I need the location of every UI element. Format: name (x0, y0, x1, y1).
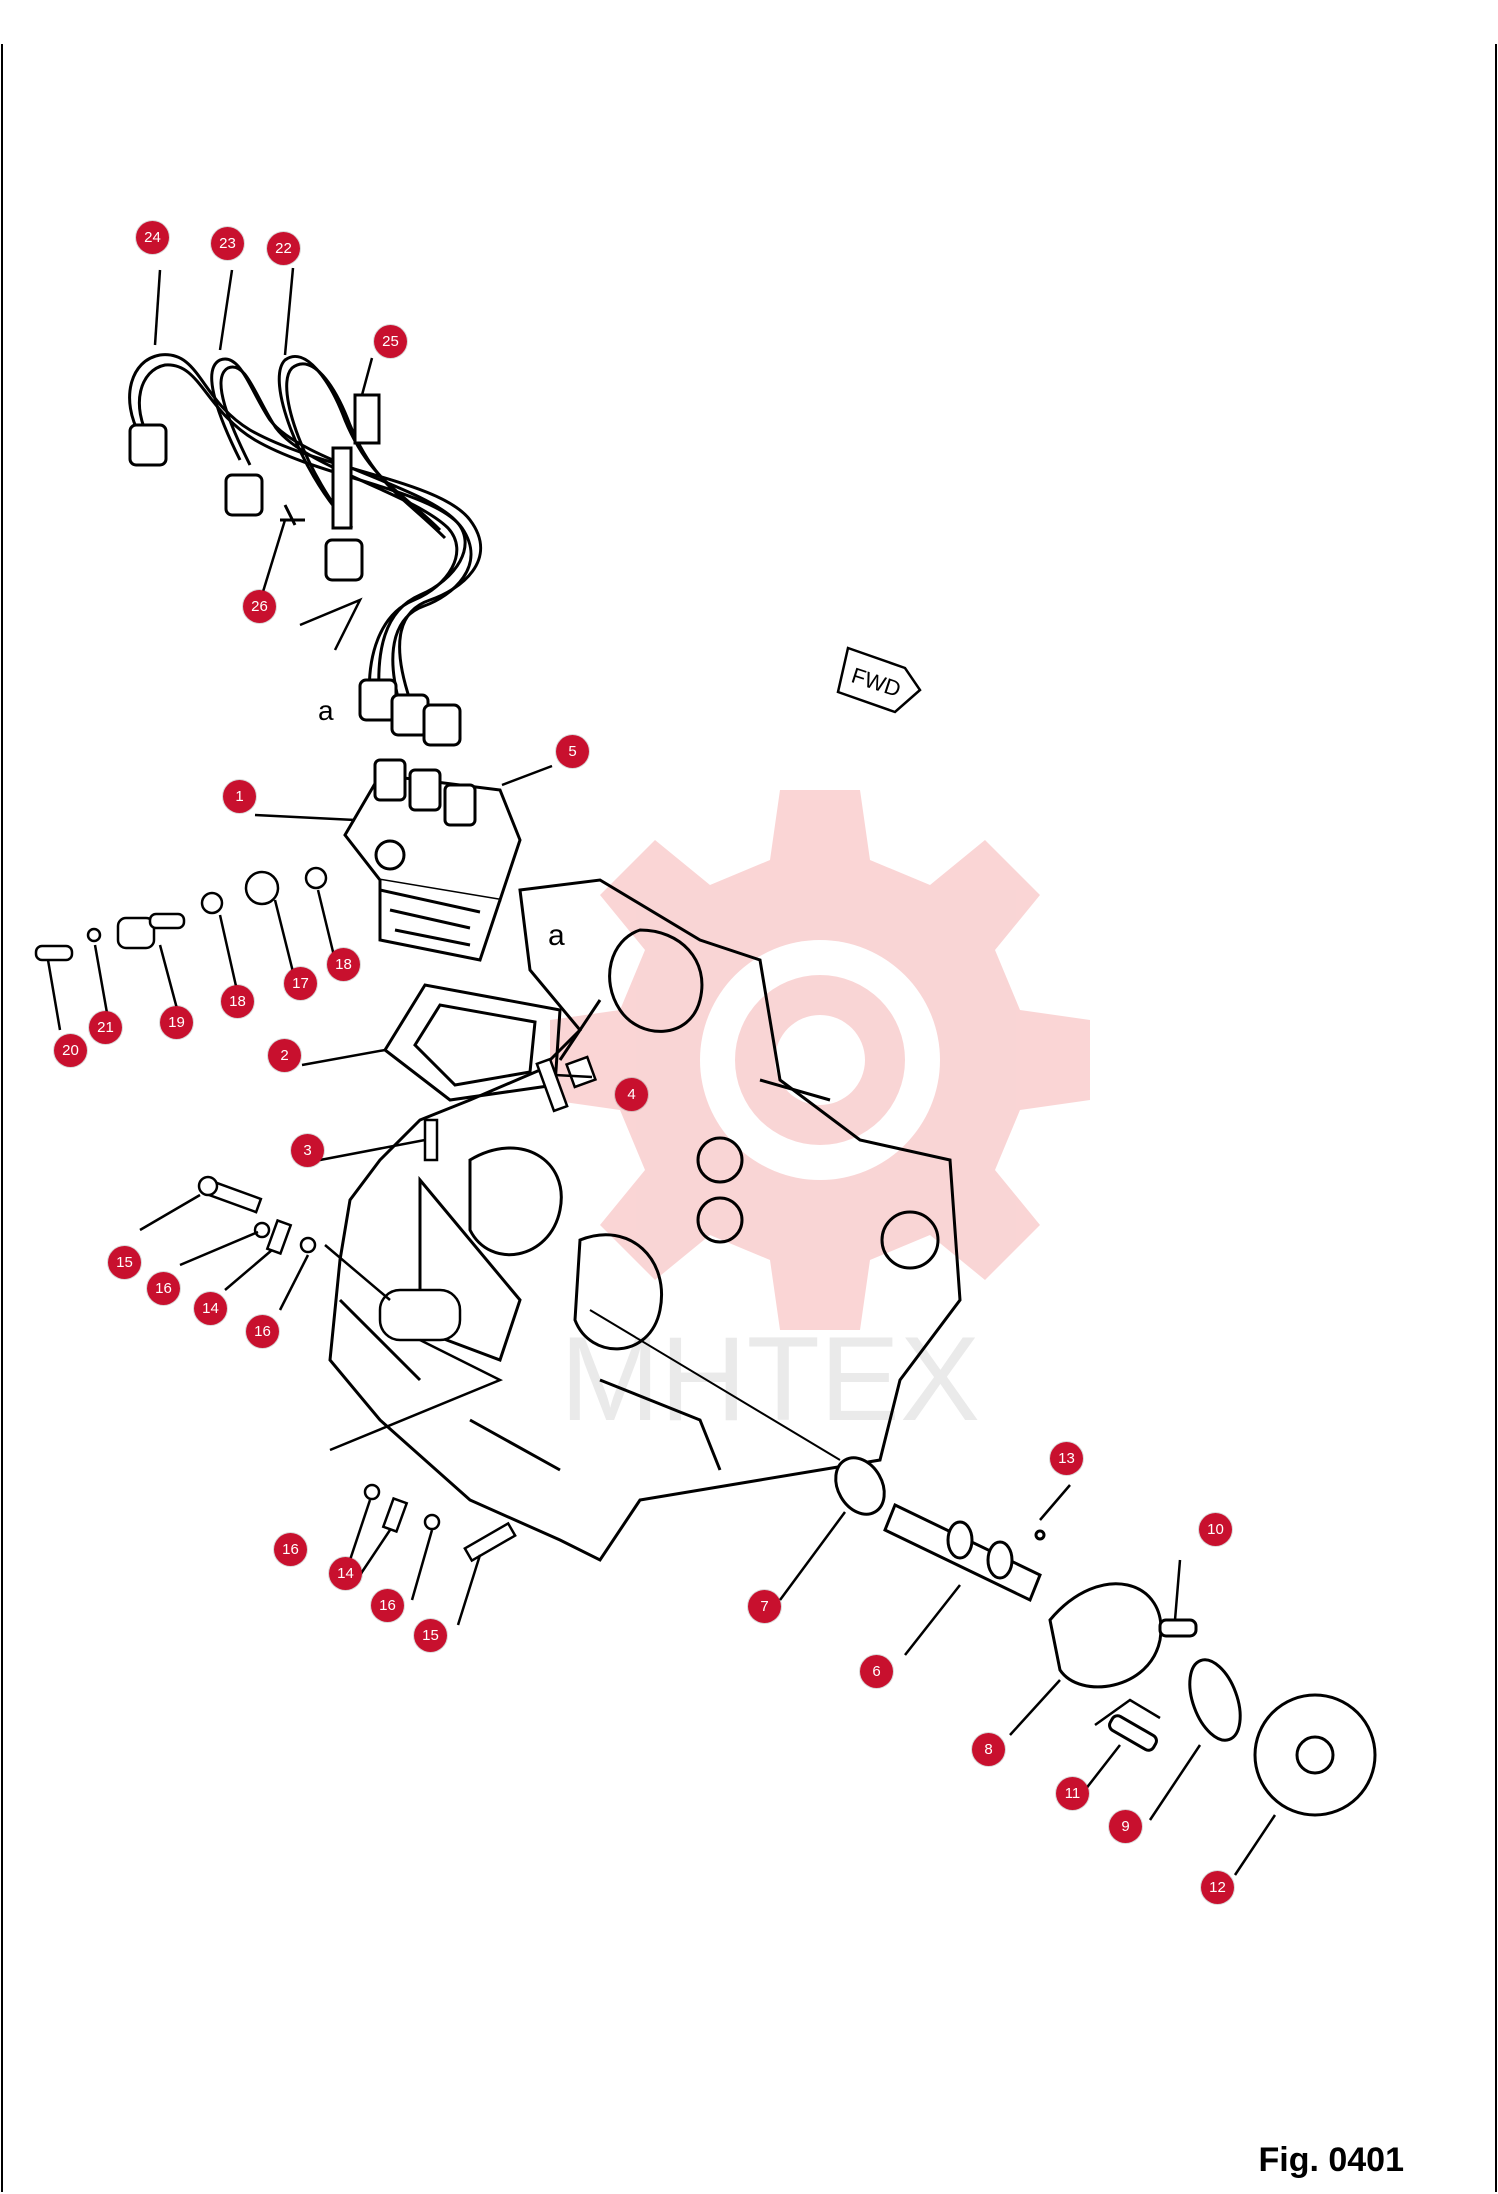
callout-25[interactable]: 25 (374, 325, 407, 358)
callout-18-left[interactable]: 18 (221, 985, 254, 1018)
callout-18-right[interactable]: 18 (327, 948, 360, 981)
callout-6[interactable]: 6 (860, 1655, 893, 1688)
callout-13[interactable]: 13 (1050, 1442, 1083, 1475)
small-fasteners (197, 1055, 598, 1563)
callout-16-a[interactable]: 16 (147, 1272, 180, 1305)
page-frame (1, 44, 1497, 2192)
callout-10[interactable]: 10 (1199, 1513, 1232, 1546)
callout-14-left[interactable]: 14 (194, 1292, 227, 1325)
callout-15-bottom[interactable]: 15 (414, 1619, 447, 1652)
detail-ref-a-top: a (318, 695, 334, 726)
callout-11[interactable]: 11 (1056, 1777, 1089, 1810)
callout-19[interactable]: 19 (160, 1006, 193, 1039)
detail-ref-a-pump: a (548, 919, 565, 952)
engine-block (328, 878, 962, 1562)
injection-pump (343, 758, 522, 962)
callout-8[interactable]: 8 (972, 1733, 1005, 1766)
callout-17[interactable]: 17 (284, 967, 317, 1000)
callout-24[interactable]: 24 (136, 221, 169, 254)
leader-lines (46, 267, 1277, 1876)
callout-7[interactable]: 7 (748, 1590, 781, 1623)
callout-23[interactable]: 23 (211, 227, 244, 260)
callout-21[interactable]: 21 (89, 1011, 122, 1044)
camshaft-assembly (589, 1309, 1377, 1817)
watermark-gear-icon (550, 790, 1090, 1330)
callout-14-bottom[interactable]: 14 (329, 1557, 362, 1590)
callout-16-d[interactable]: 16 (371, 1589, 404, 1622)
callout-3[interactable]: 3 (291, 1134, 324, 1167)
callout-26[interactable]: 26 (243, 590, 276, 623)
callout-5[interactable]: 5 (556, 735, 589, 768)
callout-9[interactable]: 9 (1109, 1810, 1142, 1843)
watermark-text: MHTEX (560, 1312, 980, 1446)
callout-16-b[interactable]: 16 (246, 1315, 279, 1348)
fuel-fittings (34, 866, 328, 962)
callout-22[interactable]: 22 (267, 232, 300, 265)
callout-2[interactable]: 2 (268, 1039, 301, 1072)
callout-4[interactable]: 4 (615, 1078, 648, 1111)
callout-20[interactable]: 20 (54, 1034, 87, 1067)
pump-gasket (383, 983, 562, 1102)
callout-15-left[interactable]: 15 (108, 1246, 141, 1279)
figure-label: Fig. 0401 (1258, 2141, 1404, 2179)
callout-16-c[interactable]: 16 (274, 1533, 307, 1566)
callout-12[interactable]: 12 (1201, 1871, 1234, 1904)
fwd-direction-arrow-icon: FWD (836, 646, 922, 714)
callout-1[interactable]: 1 (223, 780, 256, 813)
injection-pipes (128, 353, 483, 747)
